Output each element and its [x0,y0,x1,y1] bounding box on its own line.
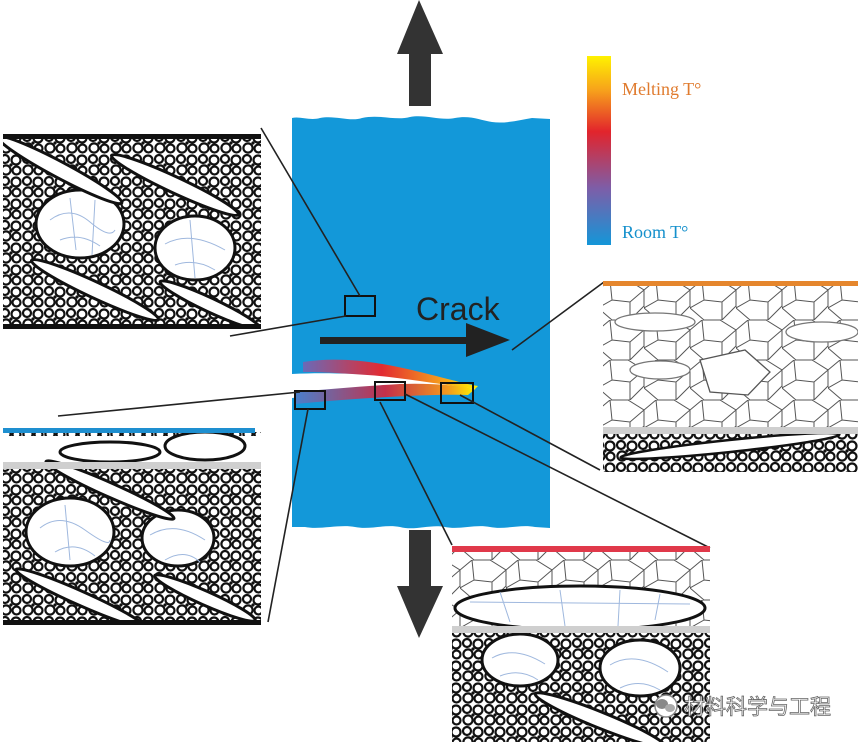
down-arrow-icon [397,530,443,638]
right-arrow-icon [320,323,510,357]
panel-fusion-zone [603,281,858,472]
zoom-box-lower-base [294,390,326,410]
melting-temperature-label: Melting T° [622,79,701,99]
wechat-icon [654,694,678,718]
room-temperature-label: Room T° [622,222,688,242]
watermark-text: 材料科学与工程 [684,695,831,719]
specimen-plate [292,116,550,529]
leader-lines [57,127,711,623]
up-arrow-icon [397,0,443,106]
panel-base-metal-lower [3,428,261,625]
panel-base-metal-upper [3,134,261,329]
watermark: 材料科学与工程 [654,694,831,719]
crack-lower-flank [296,383,475,404]
crack-upper-flank [303,359,478,390]
zoom-box-haz [374,381,406,401]
crack-label: Crack [416,291,501,327]
zoom-box-crack-tip [440,382,474,404]
temperature-colorbar [587,56,611,245]
panel-heat-affected-zone [452,546,710,742]
